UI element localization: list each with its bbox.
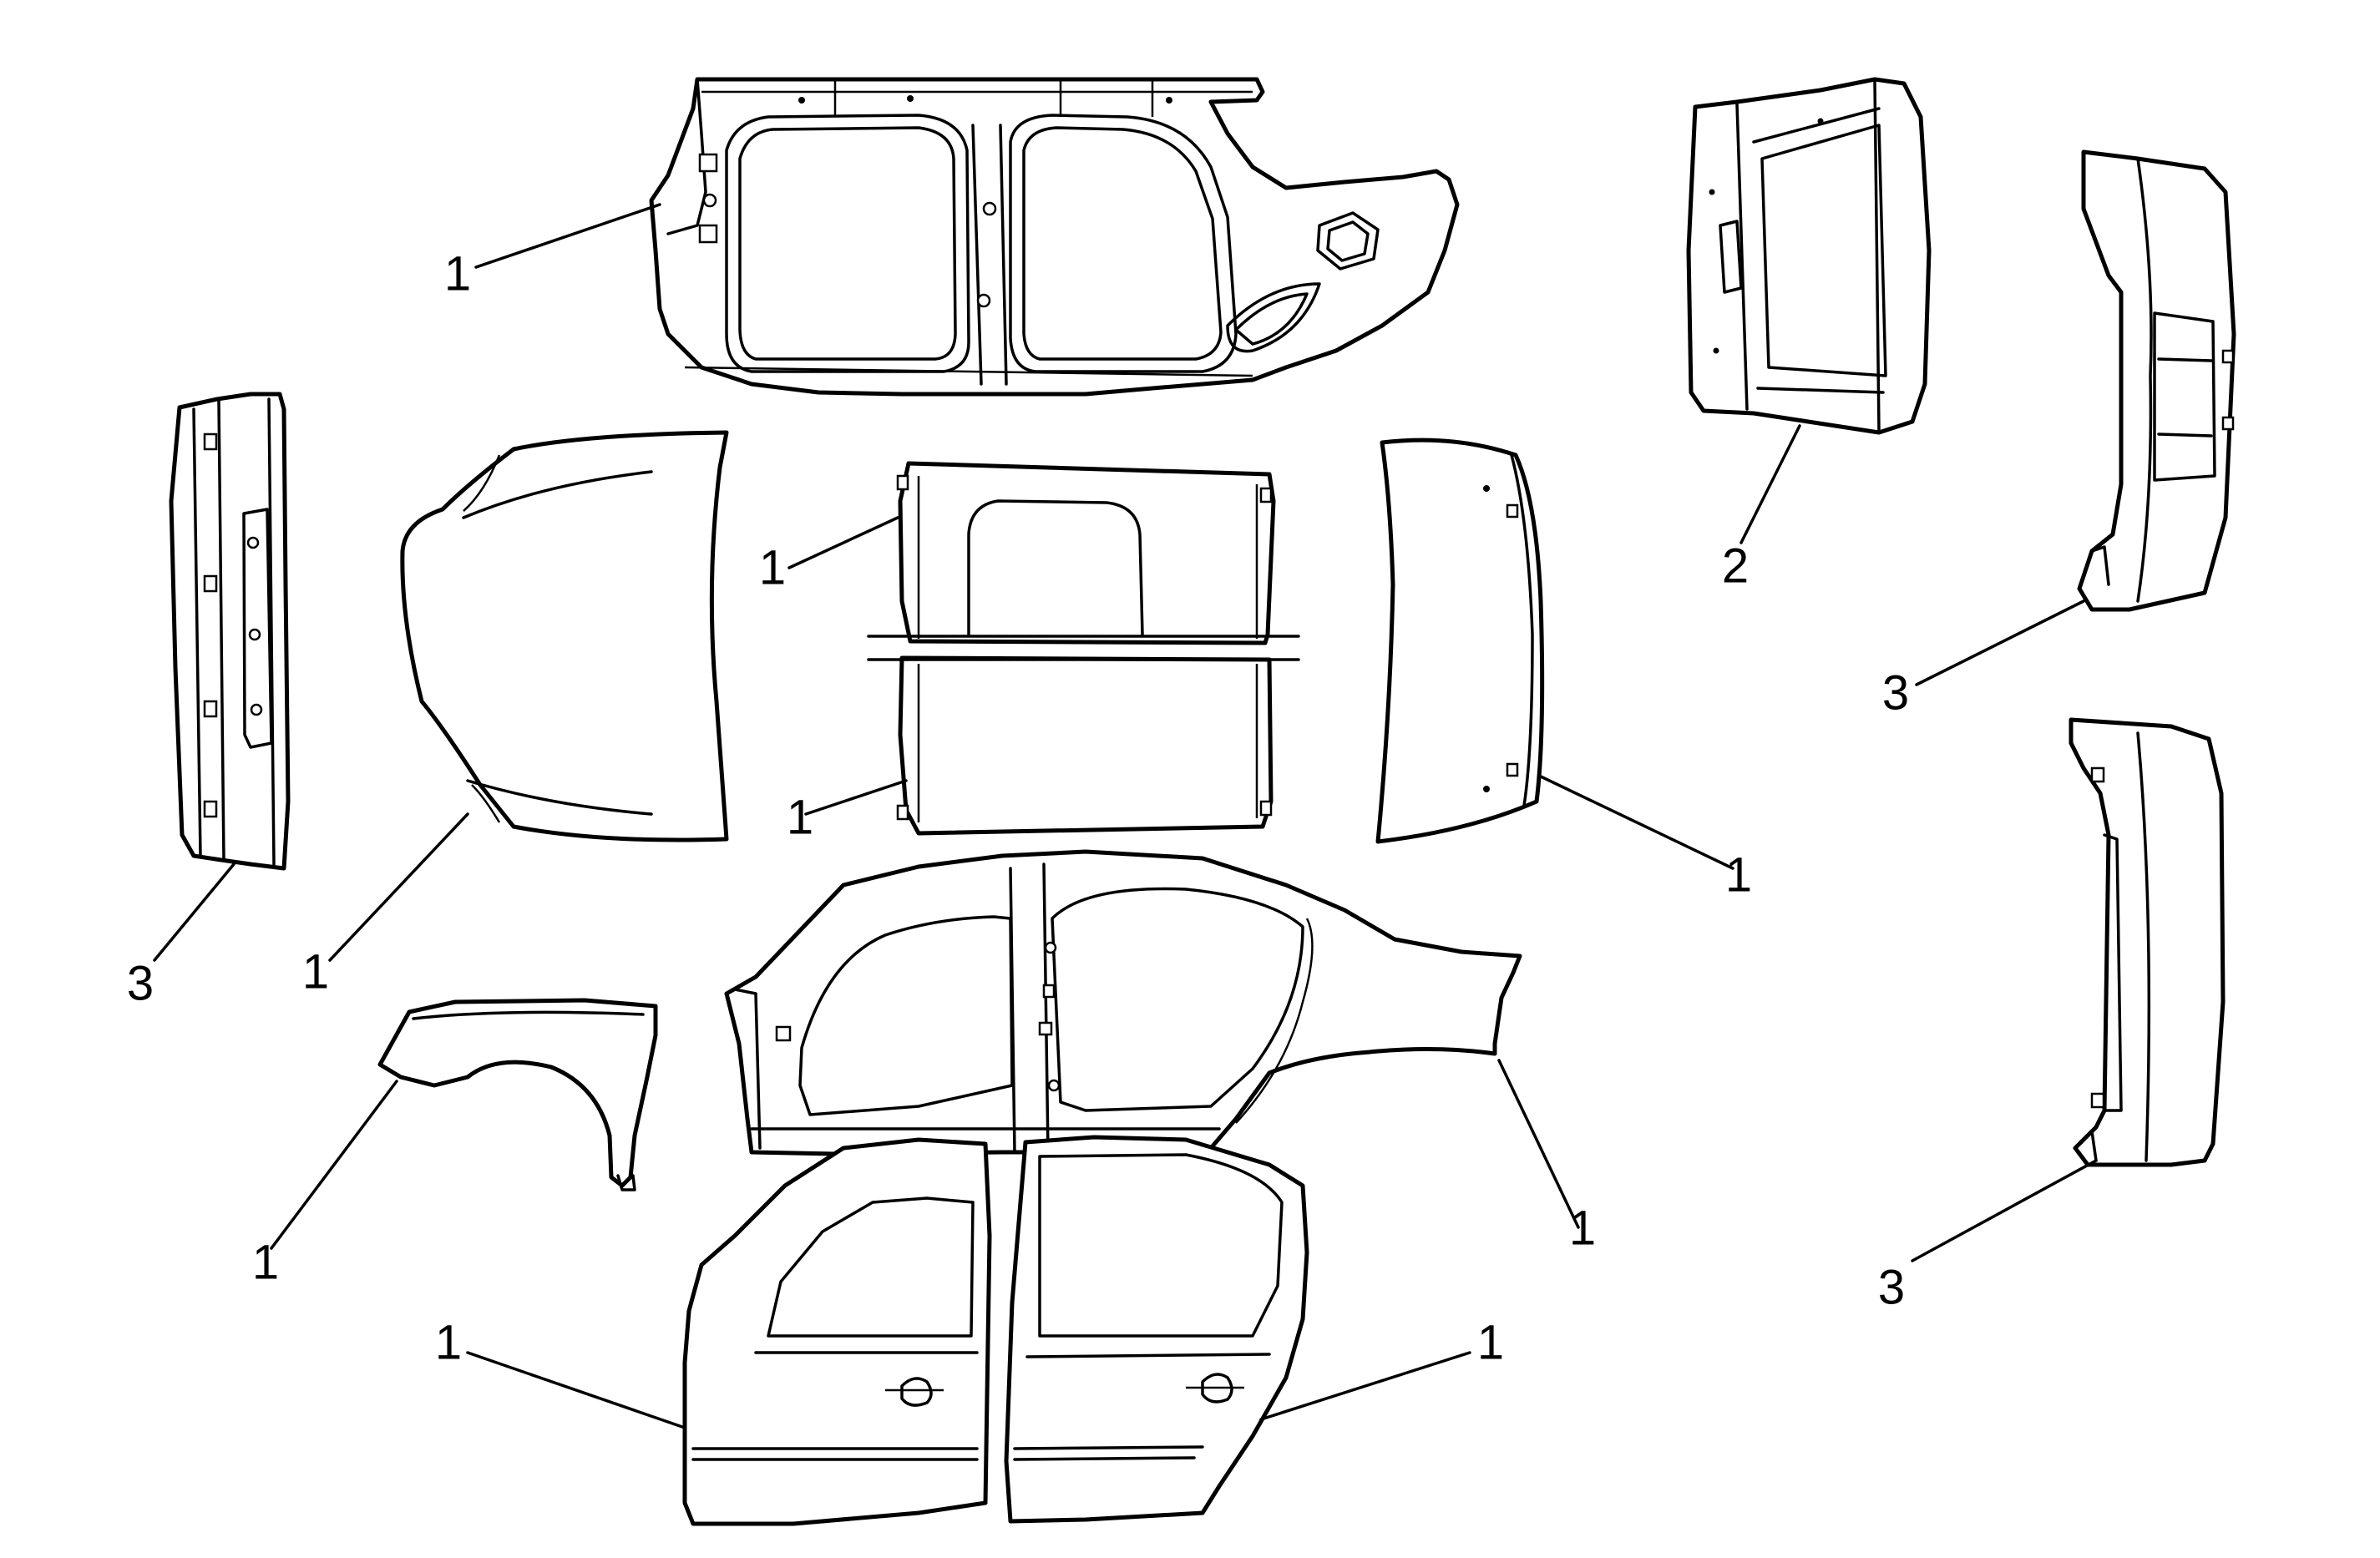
leader-rear-end-panel xyxy=(1739,424,1801,544)
rear-bumper-fascia-lower xyxy=(2069,717,2226,1167)
leader-body-side-lower xyxy=(1497,1059,1580,1229)
leader-front-fender xyxy=(270,1080,398,1250)
leader-roof-lower xyxy=(804,779,908,816)
deck-lid xyxy=(1375,438,1545,844)
rear-door xyxy=(1004,1135,1309,1524)
leader-rear-bumper-lower xyxy=(1911,1159,2098,1262)
hood xyxy=(400,430,729,842)
callout-body-side-upper: 1 xyxy=(444,246,471,301)
body-side-panel-lower xyxy=(724,849,1522,1156)
callout-front-door: 1 xyxy=(435,1315,462,1369)
leader-roof-upper xyxy=(787,516,899,569)
leader-rear-bumper-upper xyxy=(1915,599,2085,686)
leader-hood xyxy=(328,812,469,962)
leader-front-door xyxy=(466,1351,686,1429)
rear-bumper-fascia-upper xyxy=(2077,149,2236,612)
leader-body-side-upper xyxy=(474,203,661,269)
leader-rear-door xyxy=(1259,1351,1471,1421)
leader-lines xyxy=(153,203,2098,1429)
callout-rear-end-panel: 2 xyxy=(1722,539,1749,593)
callout-rear-bumper-fascia-upper: 3 xyxy=(1882,665,1909,720)
callout-roof-lower: 1 xyxy=(787,790,813,844)
callout-hood: 1 xyxy=(302,944,329,999)
callout-rear-bumper-fascia-lower: 3 xyxy=(1878,1260,1905,1314)
leader-deck-lid xyxy=(1539,775,1734,870)
callout-front-bumper-fascia: 3 xyxy=(127,956,154,1010)
callout-front-fender: 1 xyxy=(252,1235,279,1289)
front-bumper-fascia xyxy=(169,392,291,871)
front-door xyxy=(682,1137,992,1526)
roof-panel xyxy=(867,461,1300,836)
callout-deck-lid: 1 xyxy=(1725,847,1752,902)
leader-front-bumper xyxy=(153,862,235,962)
callout-numbers: 1 3 1 1 1 1 2 3 3 1 1 1 1 xyxy=(127,246,1909,1369)
body-side-panel-upper xyxy=(649,77,1460,397)
callout-body-side-lower: 1 xyxy=(1569,1201,1596,1255)
callout-rear-door: 1 xyxy=(1477,1315,1504,1369)
callout-roof-upper: 1 xyxy=(759,540,786,594)
front-fender xyxy=(377,998,658,1191)
rear-end-panel xyxy=(1686,77,1932,435)
